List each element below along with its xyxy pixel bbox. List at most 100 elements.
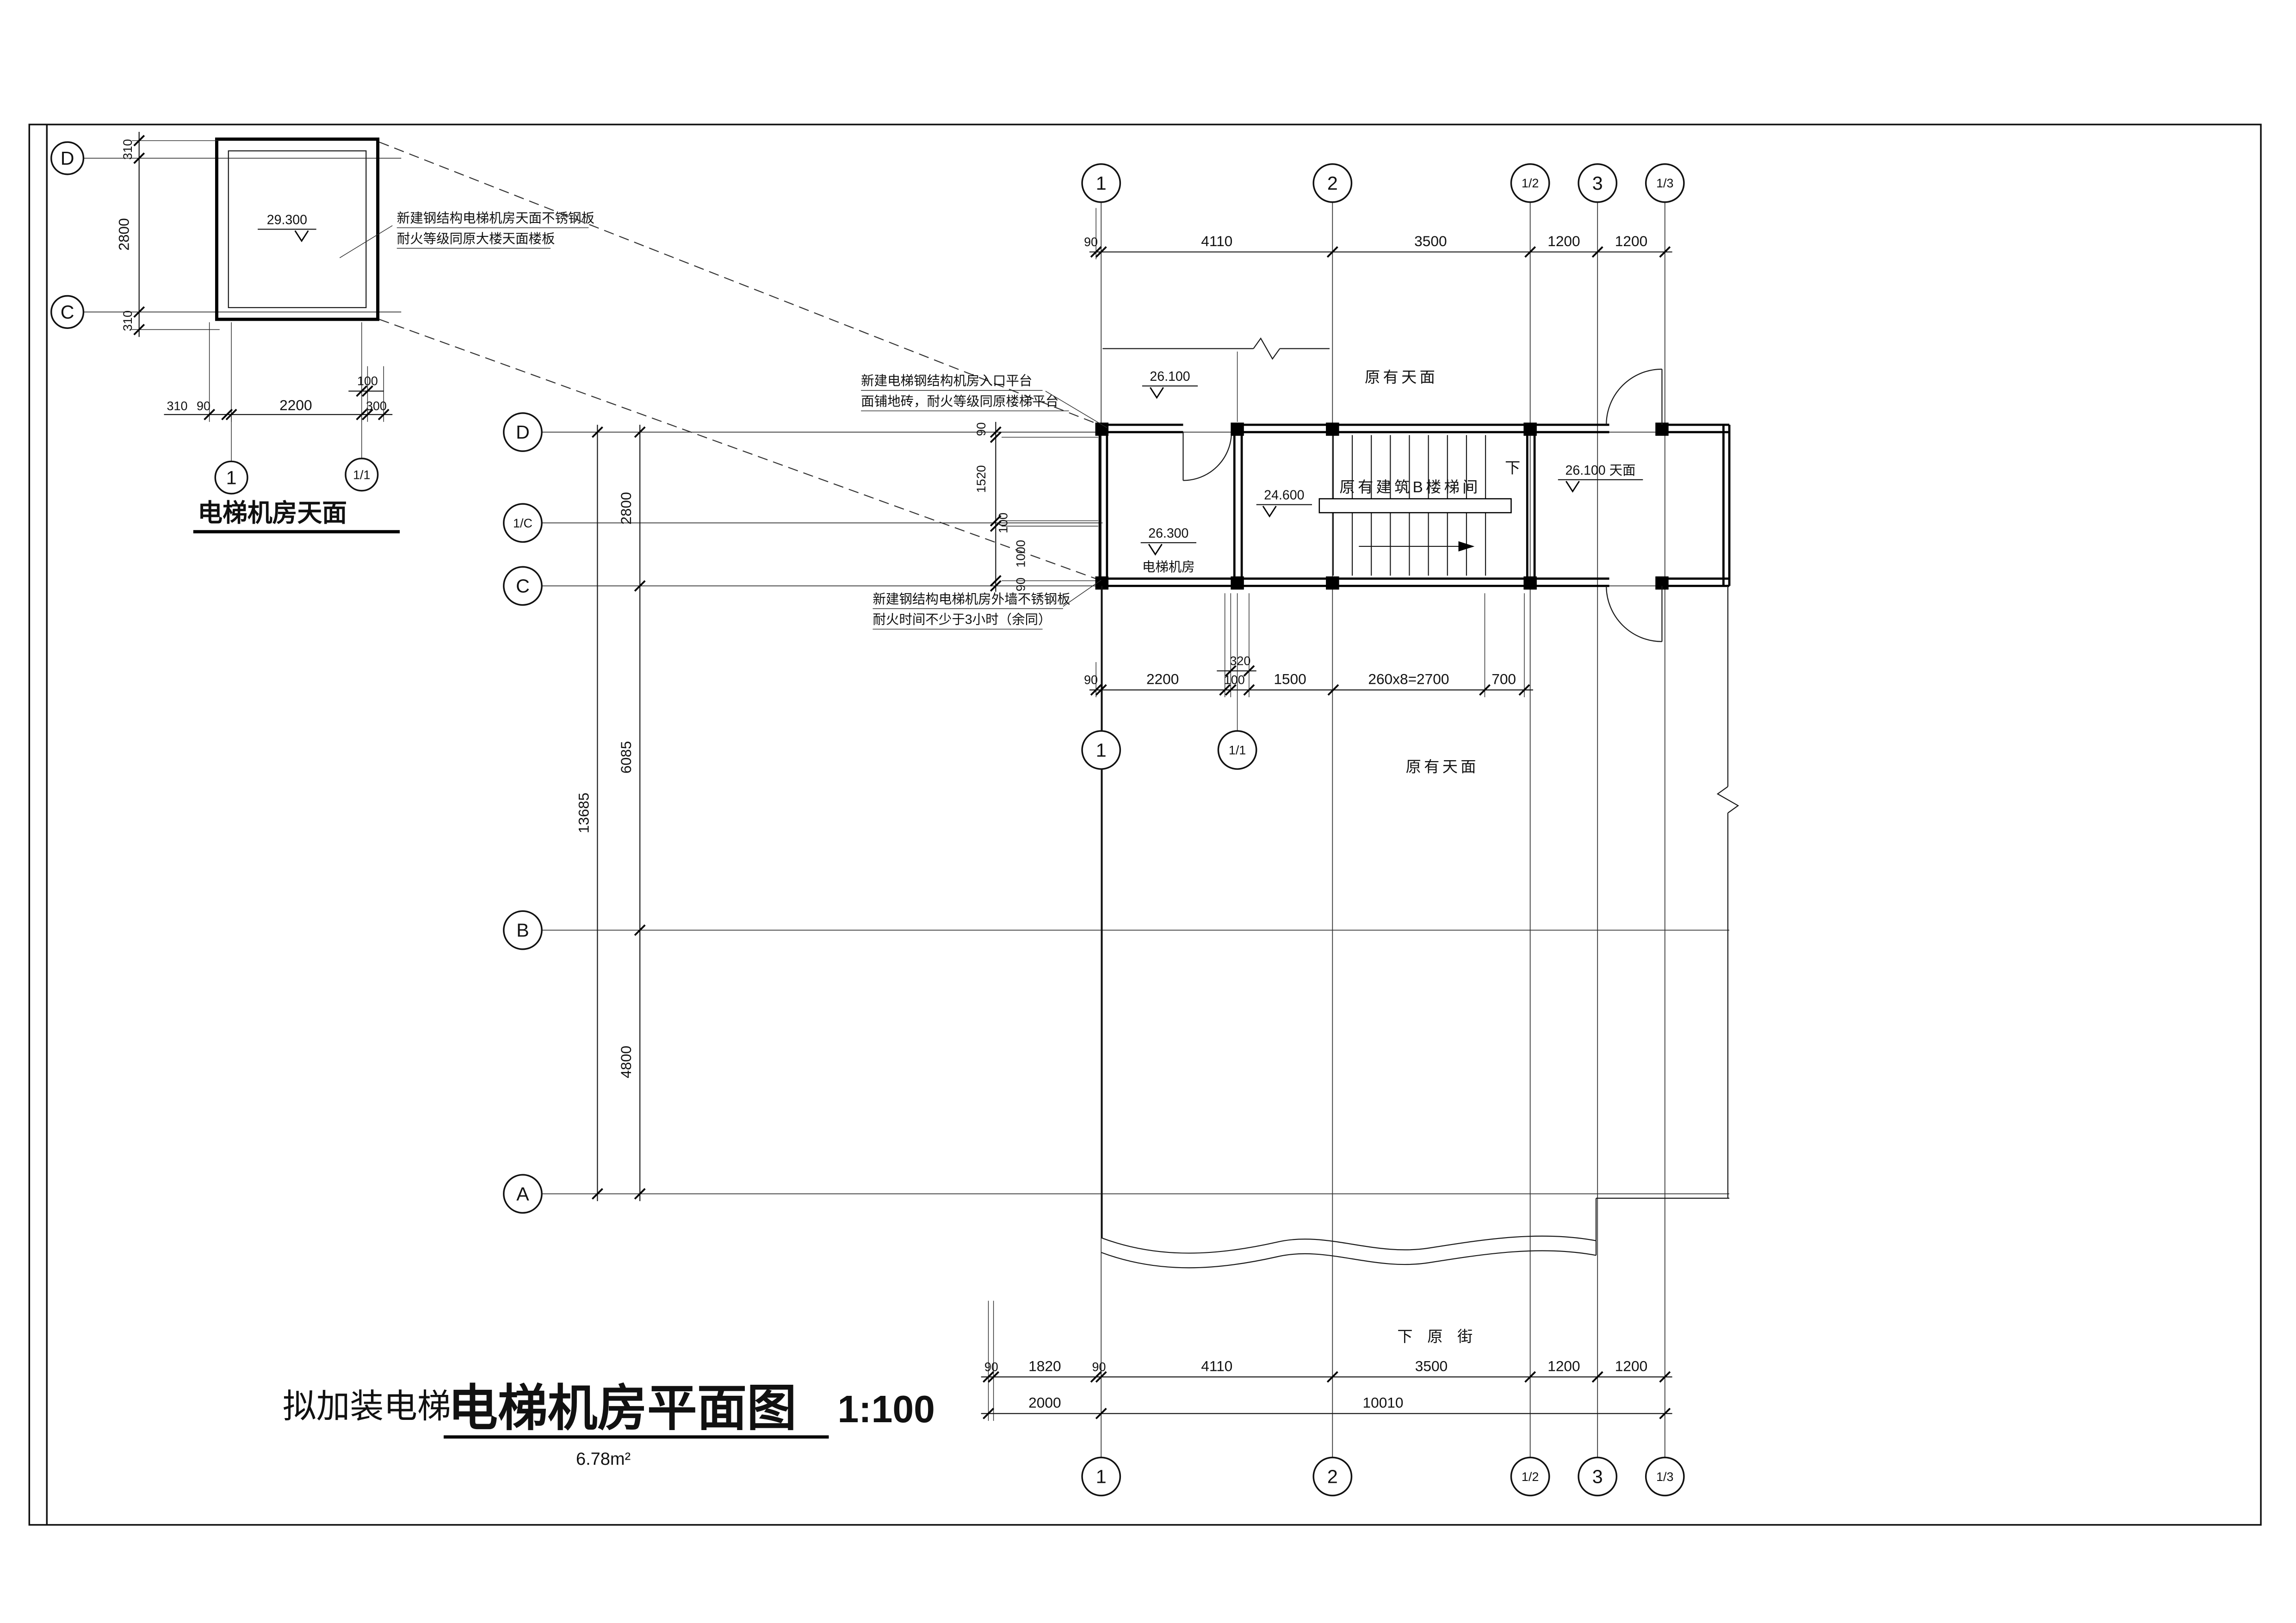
column: [1523, 576, 1537, 590]
left-dimension-chain: 2800 6085 4800 13685: [575, 425, 646, 1202]
grid-bubble-1-1: [1217, 730, 1257, 770]
sheet-border: [28, 124, 2262, 1526]
bottom-dimension-chains: 90 1820 90 4110 3500 1200 1200 2000 1001…: [981, 1301, 1685, 1497]
parapet-curve: [1101, 1250, 1597, 1269]
building-outline: 原有天面 原有天面 下原街: [1101, 337, 1739, 1345]
leader-line: [1045, 390, 1108, 428]
stair-arrowhead: [1458, 541, 1475, 552]
dim-label: 300: [366, 399, 387, 413]
grid-bubble-B: [503, 910, 543, 950]
dim-label: 90: [1084, 235, 1098, 249]
existing-roof-label-mid: 原有天面: [1406, 759, 1479, 776]
room-vertical-dims: 90 1520 100 1000 90: [974, 421, 1098, 592]
detail-inner-wall: [228, 150, 367, 308]
dim-label: 3500: [1415, 1357, 1448, 1374]
grid-label: 1/3: [1656, 1470, 1673, 1484]
projection-line: [379, 319, 1100, 581]
dim-label: 1820: [1028, 1357, 1061, 1374]
grid-label-1-1: 1/1: [353, 468, 370, 482]
note-line: 新建钢结构电梯机房天面不锈钢板: [397, 211, 594, 226]
break-line-right: [1716, 586, 1739, 1198]
grid-label: 1/3: [1656, 176, 1673, 190]
grid-bubble-1-3: [1645, 1456, 1685, 1497]
dim-label: 2200: [279, 396, 312, 413]
grid-bubble-1: [1081, 163, 1121, 203]
stairwell-label: 原有建筑B楼梯间: [1339, 479, 1480, 496]
note-line: 耐火等级同原大楼天面楼板: [397, 232, 555, 247]
mid-dimension-chain: 320 90 2200 100 1500 260x8=2700 700 1 1/…: [1081, 593, 1533, 770]
dim-label: 100: [357, 374, 378, 388]
steel-column: [1231, 422, 1244, 436]
grid-bubble-1: [1081, 730, 1121, 770]
platform-level: 26.100: [1150, 369, 1190, 384]
note-entrance-platform: 新建电梯钢结构机房入口平台 面铺地砖，耐火等级同原楼梯平台: [861, 374, 1108, 428]
grid-label: 1/2: [1522, 176, 1539, 190]
grid-bubble-1-2: [1510, 163, 1550, 203]
note-line: 新建钢结构电梯机房外墙不锈钢板: [873, 592, 1070, 607]
dim-label: 4110: [1201, 233, 1232, 249]
break-line-top: [1102, 337, 1330, 360]
detail-vertical-dims: 310 2800 310: [116, 131, 220, 337]
detail-horizontal-dims: 100 310 90 2200 300: [164, 322, 393, 422]
grid-label: A: [516, 1183, 529, 1205]
column: [1326, 576, 1339, 590]
leader-line: [1063, 580, 1102, 607]
note-line: 耐火时间不少于3小时（余同）: [873, 613, 1051, 627]
dim-label: 90: [197, 399, 210, 413]
detail-level: 29.300: [267, 212, 307, 227]
grid-label: 3: [1592, 173, 1603, 194]
grid-bubble-2: [1312, 163, 1353, 203]
grid-label: 1: [1096, 739, 1107, 761]
column: [1523, 422, 1537, 436]
dim-label: 310: [121, 139, 135, 160]
grid-bubble-1: [1081, 1456, 1121, 1497]
title-prefix: 拟加装电梯: [283, 1388, 451, 1425]
grid-label: D: [516, 421, 530, 443]
dim-label: 310: [167, 399, 188, 413]
stair-handrail: [1318, 498, 1512, 514]
grid-bubble-2: [1312, 1456, 1353, 1497]
top-dimension-chain: 90 4110 3500 1200 1200: [1084, 208, 1672, 260]
dim-label: 700: [1491, 671, 1516, 688]
dim-label: 320: [1230, 654, 1250, 668]
detail-title: 电梯机房天面: [198, 499, 347, 527]
grid-label: 2: [1327, 1466, 1338, 1487]
grid-label: 1/C: [513, 516, 532, 530]
dim-label: 1500: [1274, 671, 1306, 688]
grid-label-C: C: [61, 302, 74, 323]
grid-bubble-1: [214, 460, 248, 495]
parapet-curve: [1101, 1235, 1597, 1254]
dim-label: 6085: [618, 741, 634, 774]
elevator-machine-room: 26.300 电梯机房 26.100: [1095, 351, 1244, 590]
dim-label: 90: [1084, 673, 1098, 687]
grid-bubble-D: [50, 141, 85, 175]
dim-label: 260x8=2700: [1368, 671, 1449, 688]
down-label: 下: [1505, 460, 1523, 477]
dim-label: 3500: [1414, 233, 1447, 249]
dim-label: 90: [984, 1360, 998, 1374]
dim-label: 1000: [1014, 540, 1028, 568]
roof-detail: D C 29.300 310 2800 310: [50, 131, 1100, 581]
dim-label: 4800: [618, 1046, 634, 1078]
dim-label: 90: [974, 422, 988, 436]
dim-label: 90: [1092, 1360, 1106, 1374]
grid-label: C: [516, 576, 530, 597]
existing-roof-label-top: 原有天面: [1365, 369, 1438, 386]
grid-label: 1/1: [1229, 743, 1246, 757]
grid-bubble-C: [50, 295, 85, 329]
dim-label: 310: [121, 310, 135, 331]
dim-label: 100: [1224, 673, 1245, 687]
grid-label: 1: [1096, 173, 1107, 194]
room-name: 电梯机房: [1142, 560, 1195, 575]
dim-label: 90: [1014, 577, 1028, 591]
column: [1326, 422, 1339, 436]
title-block: 拟加装电梯 电梯机房平面图 1:100 6.78m²: [283, 1381, 935, 1469]
dim-label: 2800: [618, 492, 634, 524]
grid-label: 2: [1327, 173, 1338, 194]
door-swing-arc: [1606, 586, 1662, 642]
projection-line: [379, 142, 1100, 426]
note-line: 新建电梯钢结构机房入口平台: [861, 374, 1032, 389]
dim-label: 1200: [1547, 233, 1580, 249]
